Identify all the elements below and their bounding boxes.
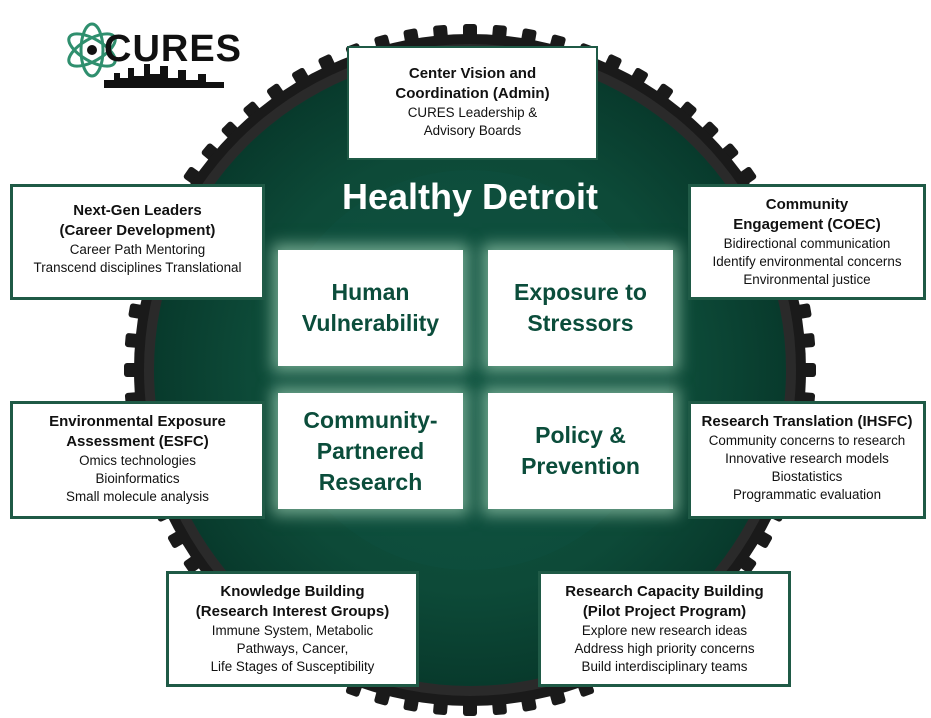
box-heading: Community xyxy=(765,196,849,213)
core-line: Prevention xyxy=(521,453,640,479)
box-item: Explore new research ideas xyxy=(581,623,748,638)
core-line: Partnered xyxy=(316,437,425,464)
logo-text: CURES xyxy=(104,28,243,70)
box-item: Community concerns to research xyxy=(708,433,906,448)
box-item: CURES Leadership & xyxy=(407,105,538,120)
box-item: Advisory Boards xyxy=(423,123,522,138)
box-item: Transcend disciplines Translational xyxy=(33,260,242,275)
core-line: Exposure to xyxy=(514,279,647,305)
box-item: Environmental justice xyxy=(743,272,871,287)
core-line: Vulnerability xyxy=(301,310,440,336)
box-item: Career Path Mentoring xyxy=(69,242,206,257)
box-admin: Center Vision and Coordination (Admin) C… xyxy=(347,46,598,160)
box-heading: Center Vision and xyxy=(408,65,537,82)
box-career-development: Next-Gen Leaders (Career Development) Ca… xyxy=(10,184,265,300)
box-community-engagement: Community Engagement (COEC) Bidirectiona… xyxy=(688,184,926,300)
box-heading: Next-Gen Leaders xyxy=(73,202,202,219)
box-item: Small molecule analysis xyxy=(66,489,209,504)
atom-skyline-icon xyxy=(67,22,224,88)
box-heading: (Research Interest Groups) xyxy=(195,603,390,620)
box-item: Life Stages of Susceptibility xyxy=(210,659,375,674)
box-research-translation: Research Translation (IHSFC) Community c… xyxy=(688,401,926,519)
box-item: Bidirectional communication xyxy=(723,236,891,251)
core-policy-prevention: Policy & Prevention xyxy=(488,393,673,509)
box-research-capacity: Research Capacity Building (Pilot Projec… xyxy=(538,571,791,687)
core-exposure-to-stressors: Exposure to Stressors xyxy=(488,250,673,366)
box-item: Bioinformatics xyxy=(95,471,180,486)
box-heading: Knowledge Building xyxy=(220,583,365,600)
core-line: Stressors xyxy=(527,310,634,336)
box-item: Immune System, Metabolic xyxy=(211,623,374,638)
box-item: Identify environmental concerns xyxy=(712,254,902,269)
box-heading: Environmental Exposure xyxy=(49,413,226,430)
box-heading: Assessment (ESFC) xyxy=(66,433,209,450)
box-exposure-assessment: Environmental Exposure Assessment (ESFC)… xyxy=(10,401,265,519)
box-item: Programmatic evaluation xyxy=(732,487,882,502)
box-item: Pathways, Cancer, xyxy=(236,641,349,656)
box-heading: Research Translation (IHSFC) xyxy=(701,413,913,430)
box-heading: Coordination (Admin) xyxy=(395,85,550,102)
box-item: Omics technologies xyxy=(79,453,196,468)
box-knowledge-building: Knowledge Building (Research Interest Gr… xyxy=(166,571,419,687)
box-item: Address high priority concerns xyxy=(574,641,755,656)
box-heading: Research Capacity Building xyxy=(565,583,764,600)
center-title: Healthy Detroit xyxy=(341,176,599,217)
core-line: Community- xyxy=(303,406,438,433)
core-line: Human xyxy=(331,279,410,305)
box-heading: (Pilot Project Program) xyxy=(582,603,747,620)
cures-logo: CURES xyxy=(64,18,241,90)
ring-center-glow xyxy=(270,170,670,570)
box-item: Build interdisciplinary teams xyxy=(581,659,748,674)
box-heading: Engagement (COEC) xyxy=(733,216,881,233)
box-item: Biostatistics xyxy=(771,469,843,484)
core-line: Research xyxy=(318,468,423,495)
core-line: Policy & xyxy=(535,422,626,448)
box-heading: (Career Development) xyxy=(59,222,216,239)
box-item: Innovative research models xyxy=(725,451,889,466)
